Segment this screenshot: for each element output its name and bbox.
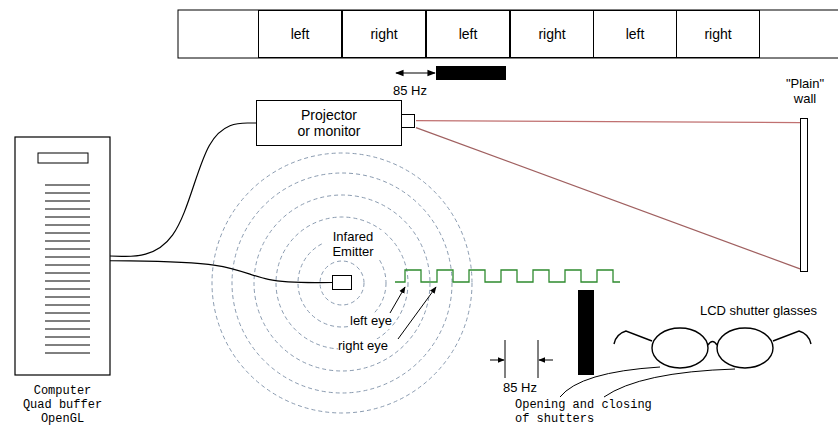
glasses-lens <box>717 328 773 368</box>
glasses-bridge <box>708 342 717 346</box>
vent-line <box>45 225 90 226</box>
node-text: left <box>291 26 310 42</box>
tower-vents <box>45 185 90 353</box>
vent-line <box>45 193 90 194</box>
period-arrow <box>490 360 504 361</box>
frame-cell: right <box>342 10 426 58</box>
projector-lens <box>401 114 415 128</box>
drive-slot <box>38 153 88 163</box>
leader-line <box>560 367 660 397</box>
signal-label: right eye <box>338 339 388 354</box>
period-tick <box>538 340 539 378</box>
frame-cell: left <box>426 10 510 58</box>
vent-line <box>45 265 90 266</box>
node-text: left <box>626 26 645 42</box>
vent-line <box>45 241 90 242</box>
glasses-lens <box>652 328 708 368</box>
vent-line <box>45 201 90 202</box>
computer-box: Computer Quad buffer OpenGL <box>15 137 110 375</box>
vent-line <box>45 321 90 322</box>
vent-line <box>45 297 90 298</box>
node-text: "Plain" wall <box>780 77 830 107</box>
vent-line <box>45 345 90 346</box>
glasses-temple <box>614 331 652 344</box>
vent-line <box>45 273 90 274</box>
node-text: right <box>704 26 731 42</box>
sync-square-wave <box>395 270 620 282</box>
frame-cell: left <box>593 10 677 58</box>
vent-line <box>45 329 90 330</box>
projection-ray <box>416 121 800 123</box>
frame-strip <box>178 10 838 58</box>
leader-line <box>604 369 735 397</box>
infrared-emitter: Infared Emitter <box>332 275 352 290</box>
node-text: Projector or monitor <box>294 107 364 139</box>
signal-label: left eye <box>350 314 392 329</box>
wall-panel: "Plain" wall <box>800 118 808 272</box>
vent-line <box>45 313 90 314</box>
right-eye-pointer <box>398 287 436 339</box>
period-arrow <box>539 360 553 361</box>
vent-line <box>45 209 90 210</box>
wave-ring <box>232 173 452 393</box>
vent-line <box>45 289 90 290</box>
node-text: Infared Emitter <box>323 230 383 260</box>
part-label: LCD shutter glasses <box>700 304 817 319</box>
frequency-label: 85 Hz <box>503 381 537 396</box>
period-tick <box>505 340 506 378</box>
vent-line <box>45 249 90 250</box>
cable <box>110 261 332 283</box>
vent-line <box>45 337 90 338</box>
vent-line <box>45 217 90 218</box>
frame-period-arrow <box>396 72 435 73</box>
node-text: left <box>459 26 478 42</box>
computer-tower <box>15 137 110 375</box>
glasses-temple <box>773 331 811 344</box>
vent-line <box>45 353 90 354</box>
vent-line <box>45 281 90 282</box>
wave-ring <box>254 195 430 371</box>
node-text: right <box>370 26 397 42</box>
frame-cell: right <box>510 10 594 58</box>
cable <box>110 123 256 256</box>
vent-line <box>45 305 90 306</box>
frame-cell: left <box>258 10 342 58</box>
projection-ray <box>416 128 800 269</box>
vent-line <box>45 233 90 234</box>
frame-cell: right <box>676 10 760 58</box>
node-text: Computer Quad buffer OpenGL <box>18 385 108 426</box>
projector-box: Projector or monitor <box>256 100 402 146</box>
infrared-waves <box>212 153 472 413</box>
node-text: right <box>538 26 565 42</box>
wave-ring <box>212 153 472 413</box>
vent-line <box>45 185 90 186</box>
wave-ring <box>276 217 408 349</box>
frame-bar <box>436 66 506 80</box>
frequency-label: 85 Hz <box>393 84 427 99</box>
shutter-glasses <box>614 328 811 368</box>
note-label: Opening and closing of shutters <box>515 399 665 427</box>
left-eye-pointer <box>390 287 405 313</box>
shutter-bar <box>578 290 594 375</box>
vent-line <box>45 257 90 258</box>
